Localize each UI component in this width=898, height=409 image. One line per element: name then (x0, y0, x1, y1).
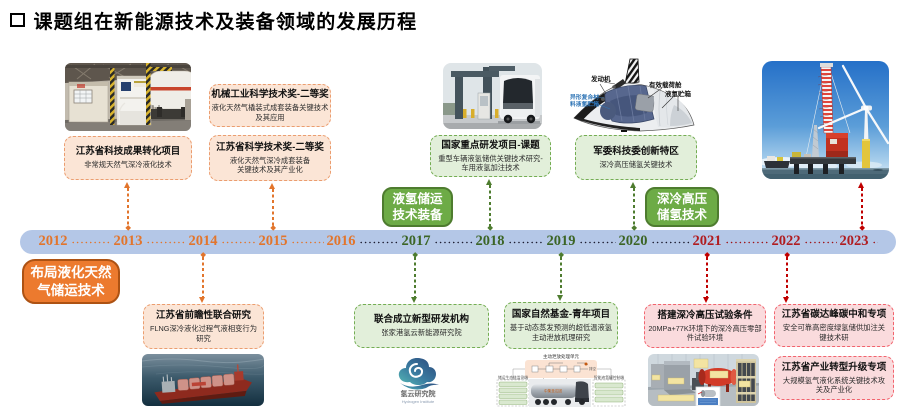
svg-text:主动泄放处理单元: 主动泄放处理单元 (543, 353, 579, 360)
svg-text:中集圣达因: 中集圣达因 (544, 388, 562, 393)
svg-text:发动机: 发动机 (590, 74, 611, 83)
svg-text:智能液氢罐控制端: 智能液氢罐控制端 (594, 375, 625, 380)
svg-text:有效载荷舱: 有效载荷舱 (649, 80, 682, 89)
svg-text:液氢贮箱: 液氢贮箱 (665, 89, 692, 98)
svg-text:Hydrogen Institute: Hydrogen Institute (402, 399, 435, 404)
svg-text:氢云研究院: 氢云研究院 (401, 389, 436, 398)
svg-text:料液氢贮箱: 料液氢贮箱 (570, 100, 599, 108)
svg-text:异形复合材: 异形复合材 (570, 93, 599, 101)
svg-text:储运生态链监测端: 储运生态链监测端 (498, 375, 529, 380)
svg-text:排空: 排空 (589, 366, 597, 371)
